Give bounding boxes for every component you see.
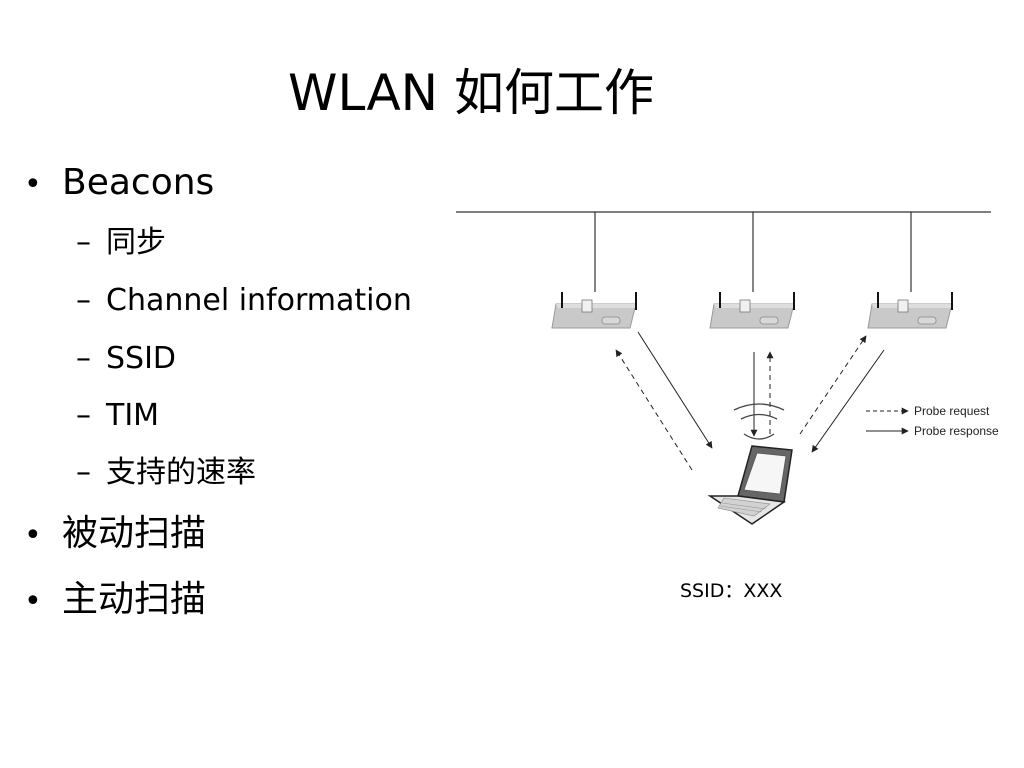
access-point-icon <box>867 292 953 329</box>
bullet-marker: • <box>24 584 42 619</box>
access-point-icon <box>551 292 637 329</box>
probe-request-arrow <box>615 349 693 471</box>
sub-bullet-label: Channel information <box>106 283 412 318</box>
sub-bullet-marker: – <box>76 455 91 490</box>
wlan-scanning-diagram: Probe request Probe response <box>456 211 999 525</box>
legend-probe-response: Probe response <box>914 424 999 438</box>
sub-bullet-marker: – <box>76 283 91 318</box>
probe-response-arrow <box>811 349 885 453</box>
radio-wave-icon <box>733 403 785 440</box>
bullet-list: •Beacons –同步 –Channel information –SSID … <box>20 0 460 768</box>
bullet-marker: • <box>24 167 42 202</box>
bullet-item: • 被动扫描 <box>20 511 206 559</box>
ssid-caption: SSID：XXX <box>680 580 783 602</box>
sub-bullet-marker: – <box>76 398 91 433</box>
bullet-marker: • <box>24 518 42 553</box>
laptop-icon <box>707 445 793 525</box>
bullet-label: 被动扫描 <box>62 513 207 554</box>
sub-bullet-item: –Channel information <box>76 281 412 321</box>
legend-probe-request: Probe request <box>914 404 990 418</box>
sub-bullet-label: 同步 <box>106 225 166 260</box>
sub-bullet-marker: – <box>76 341 91 376</box>
sub-bullet-item: –支持的速率 <box>76 453 256 493</box>
bullet-label: 主动扫描 <box>62 579 207 620</box>
bullet-item: • Beacons <box>20 160 214 208</box>
sub-bullet-marker: – <box>76 225 91 260</box>
probe-response-arrow <box>637 331 713 449</box>
bullet-label: Beacons <box>62 162 215 203</box>
bullet-item: • 主动扫描 <box>20 577 206 625</box>
sub-bullet-label: TIM <box>106 398 160 433</box>
slide-title: WLAN 如何工作 <box>288 64 654 122</box>
probe-request-arrow <box>799 335 867 435</box>
sub-bullet-label: 支持的速率 <box>106 455 256 490</box>
sub-bullet-item: –TIM <box>76 396 159 436</box>
diagram-legend: Probe request Probe response <box>866 404 999 438</box>
sub-bullet-item: –同步 <box>76 223 166 263</box>
sub-bullet-label: SSID <box>106 341 177 376</box>
access-point-icon <box>709 292 795 329</box>
sub-bullet-item: –SSID <box>76 339 176 379</box>
